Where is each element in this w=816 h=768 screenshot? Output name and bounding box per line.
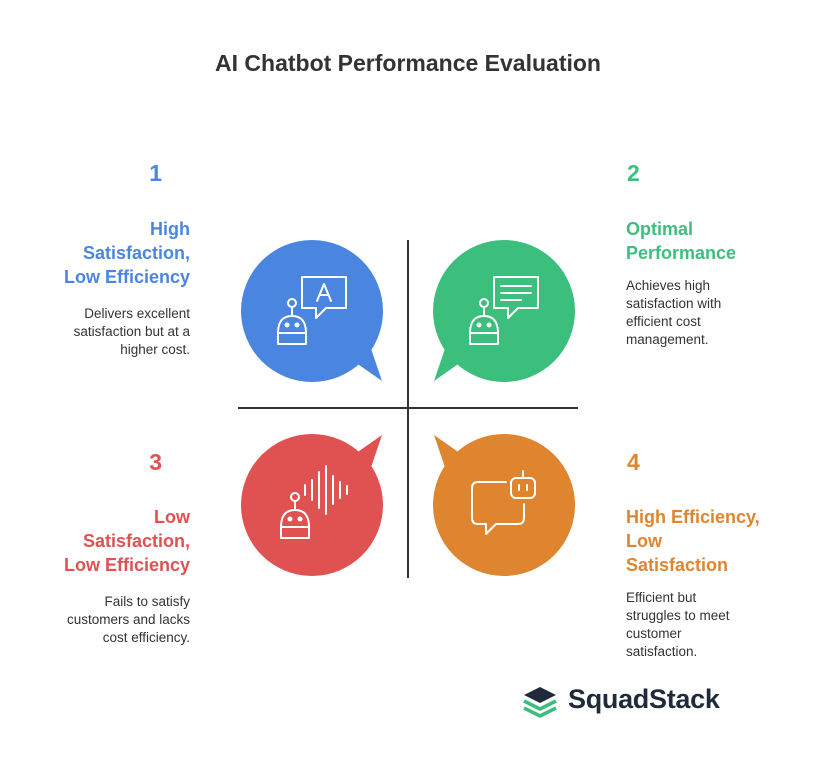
quadrant-4-description: Efficient but struggles to meet customer… [626,589,806,661]
quadrant-1-description-line: satisfaction but at a [73,324,190,339]
quadrant-4-heading-line: Satisfaction [626,555,729,575]
quadrant-1-description: Delivers excellent satisfaction but at a… [20,305,190,359]
quadrant-3-description-line: Fails to satisfy [104,594,190,609]
quadrant-4-description-line: customer [626,626,682,641]
quadrant-1-number: 1 [149,160,162,186]
quadrant-3-description-line: cost efficiency. [102,630,190,645]
page-title: AI Chatbot Performance Evaluation [215,50,601,76]
quadrant-1-description-line: Delivers excellent [84,306,190,321]
quadrant-2-description-line: Achieves high [626,278,711,293]
quadrant-2-heading-line: Optimal [626,219,694,239]
quadrant-2-heading-line: Performance [626,243,737,263]
robot-sound-wave-icon [280,465,348,539]
quadrant-3-heading: Low Satisfaction, Low Efficiency [20,505,190,577]
quadrant-4-bubble [433,434,575,576]
quadrant-1-heading-line: Satisfaction, [82,243,190,263]
stacked-layers-logo-icon [523,687,557,718]
quadrant-3-description: Fails to satisfy customers and lacks cos… [20,593,190,647]
quadrant-2-description-line: satisfaction with [626,296,722,311]
quadrant-2-heading: Optimal Performance [626,217,806,265]
quadrant-4-description-line: Efficient but [626,590,697,605]
quadrant-2-bubble [433,240,575,382]
quadrant-4-description-line: satisfaction. [626,644,698,659]
quadrant-2-description-line: efficient cost [626,314,701,329]
quadrant-4-heading-line: High Efficiency, [626,507,760,527]
quadrant-3-description-line: customers and lacks [66,612,190,627]
quadrant-1-heading-line: High [150,219,190,239]
quadrant-3-heading-line: Satisfaction, [82,531,190,551]
speech-bubble-robot-head-icon [471,470,536,535]
quadrant-2-description: Achieves high satisfaction with efficien… [626,277,806,349]
quadrant-1-bubble [241,240,383,382]
robot-speech-letter-a-icon [277,276,347,345]
robot-speech-text-lines-icon [469,276,539,345]
quadrant-4-heading: High Efficiency, Low Satisfaction [626,505,811,577]
brand-name: SquadStack [568,684,720,714]
quadrant-1-description-line: higher cost. [120,342,190,357]
quadrant-3-bubble [241,434,383,576]
quadrant-2-description-line: management. [626,332,709,347]
quadrant-4-heading-line: Low [626,531,662,551]
quadrant-1-heading-line: Low Efficiency [63,267,190,287]
quadrant-1-heading: High Satisfaction, Low Efficiency [20,217,190,289]
quadrant-3-heading-line: Low Efficiency [63,555,190,575]
quadrant-3-heading-line: Low [154,507,190,527]
quadrant-4-description-line: struggles to meet [626,608,730,623]
quadrant-4-number: 4 [627,449,640,475]
quadrant-3-number: 3 [149,449,162,475]
quadrant-2-number: 2 [627,160,640,186]
